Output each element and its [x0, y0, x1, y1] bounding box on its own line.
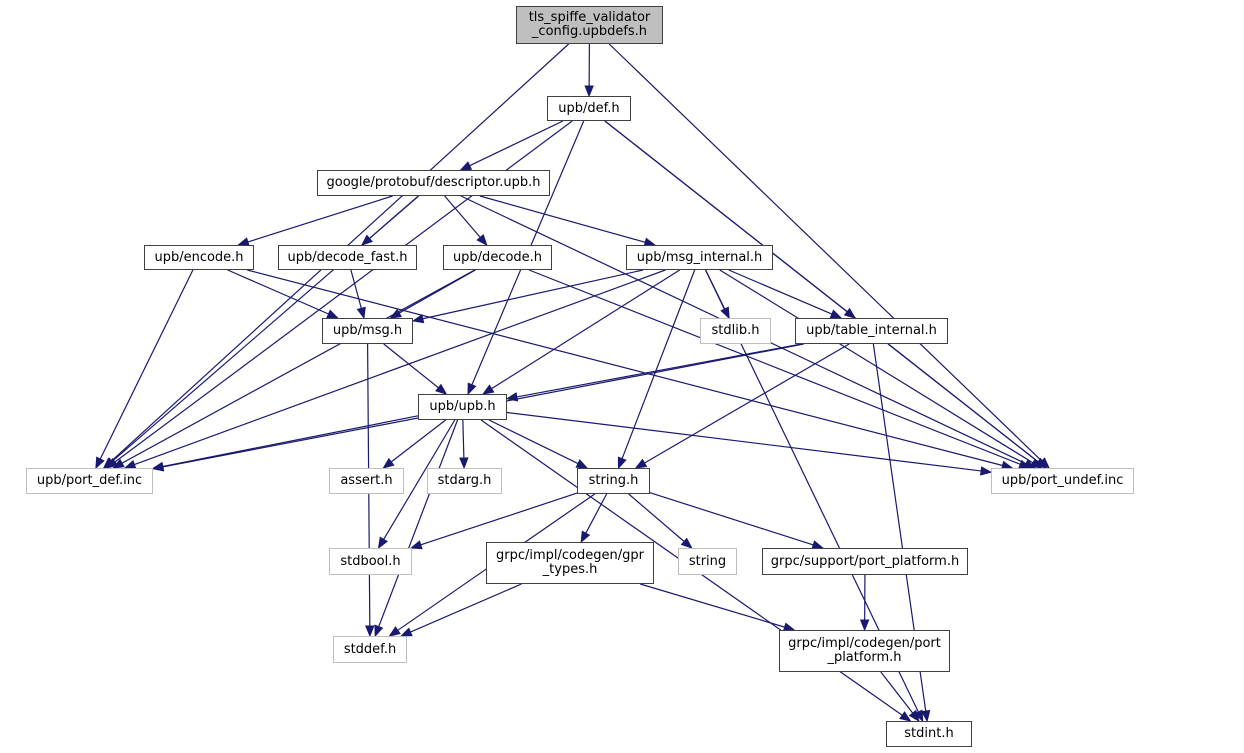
arrowhead-decode-to-port_def — [112, 458, 125, 469]
edge-upb-to-port_undef — [506, 411, 982, 472]
arrowhead-string_h-to-string — [680, 537, 693, 549]
edge-table_internal-to-port_undef — [887, 343, 1039, 463]
arrowhead-msg_internal-to-msg — [411, 314, 425, 324]
node-stdarg[interactable]: stdarg.h — [427, 468, 502, 494]
arrowhead-def-to-descriptor — [459, 161, 473, 171]
arrowhead-table_internal-to-stdint — [920, 709, 931, 723]
edge-encode-to-msg — [227, 269, 329, 315]
edge-msg_internal-to-msg — [422, 269, 644, 320]
edge-decode-to-port_def — [121, 269, 475, 464]
node-codegen-port-platform[interactable]: grpc/impl/codegen/port _platform.h — [779, 630, 950, 672]
edge-msg_internal-to-upb — [491, 269, 681, 390]
node-upb-upb[interactable]: upb/upb.h — [418, 394, 507, 420]
arrowhead-gpr_types-to-stddef — [399, 627, 413, 637]
arrowhead-encode-to-port_def — [95, 456, 105, 470]
edge-string_h-to-gpr_types — [585, 493, 608, 534]
arrowhead-upb-to-assert — [382, 457, 395, 469]
node-upb-table-internal[interactable]: upb/table_internal.h — [795, 318, 948, 344]
node-upb-encode[interactable]: upb/encode.h — [144, 245, 254, 270]
edge-gpr_types-to-codegen_port — [640, 583, 785, 628]
edge-descriptor-to-decode — [444, 195, 481, 238]
edge-encode-to-port_undef — [247, 269, 1003, 467]
node-upb-def[interactable]: upb/def.h — [547, 96, 631, 121]
node-stddef[interactable]: stddef.h — [333, 636, 407, 663]
arrowhead-descriptor-to-port_def — [103, 457, 116, 469]
arrowhead-descriptor-to-decode — [476, 233, 488, 247]
arrowhead-table_internal-to-string_h — [634, 458, 648, 469]
edge-table_internal-to-upb — [516, 343, 802, 398]
edge-decode-to-port_undef — [528, 269, 1021, 465]
arrowhead-upb-to-port_def — [151, 461, 165, 472]
node-upb-msg[interactable]: upb/msg.h — [322, 318, 413, 344]
edge-msg_internal-to-port_def — [134, 269, 666, 466]
arrowhead-msg-to-upb — [435, 383, 448, 395]
arrowhead-table_internal-to-port_undef — [1034, 457, 1048, 469]
edge-descriptor-to-msg_internal — [479, 195, 646, 243]
node-root[interactable]: tls_spiffe_validator _config.upbdefs.h — [516, 6, 663, 44]
node-support-port-platform[interactable]: grpc/support/port_platform.h — [762, 548, 968, 575]
edge-string_h-to-stdbool — [420, 492, 578, 546]
node-stdbool[interactable]: stdbool.h — [329, 548, 412, 575]
edge-msg-to-upb — [383, 343, 439, 389]
node-upb-decode-fast[interactable]: upb/decode_fast.h — [278, 245, 417, 270]
arrowhead-codegen_port-to-stdint — [908, 709, 920, 723]
arrowhead-upb-to-string_h — [575, 459, 589, 469]
node-port-undef[interactable]: upb/port_undef.inc — [991, 468, 1134, 494]
node-gpr-types[interactable]: grpc/impl/codegen/gpr _types.h — [486, 542, 654, 584]
arrowhead-msg_internal-to-string_h — [617, 456, 627, 470]
arrowhead-upb-to-stdint — [899, 711, 912, 722]
node-string-h[interactable]: string.h — [577, 468, 650, 494]
edge-table_internal-to-string_h — [644, 343, 850, 464]
arrowhead-def-to-upb — [467, 382, 477, 396]
edge-upb-to-stddef — [378, 419, 459, 627]
edge-def-to-descriptor — [469, 120, 564, 167]
edge-upb-to-stdbool — [383, 419, 456, 540]
edge-root-to-port_undef — [608, 43, 1043, 462]
edge-decode_fast-to-msg — [350, 269, 362, 309]
edge-gpr_types-to-stddef — [410, 583, 522, 633]
edge-msg_internal-to-string_h — [621, 269, 696, 459]
node-upb-msg-internal[interactable]: upb/msg_internal.h — [626, 245, 773, 270]
arrowhead-msg-to-stddef — [365, 625, 375, 638]
arrowhead-string_h-to-stddef — [388, 626, 401, 637]
edge-msg_internal-to-table_internal — [728, 269, 833, 315]
node-upb-decode[interactable]: upb/decode.h — [443, 245, 552, 270]
edge-encode-to-port_def — [99, 269, 194, 460]
node-string[interactable]: string — [678, 548, 737, 575]
arrowhead-upb-to-stdarg — [459, 457, 469, 470]
arrowhead-support_port-to-codegen_port — [859, 619, 870, 632]
arrowhead-root-to-def — [584, 85, 594, 98]
edge-upb-to-assert — [390, 419, 447, 463]
arrowhead-msg_internal-to-table_internal — [829, 309, 843, 319]
edge-string_h-to-string — [628, 493, 685, 542]
arrowhead-string_h-to-stdbool — [409, 540, 423, 550]
node-stdlib[interactable]: stdlib.h — [700, 318, 771, 344]
node-descriptor-upb[interactable]: google/protobuf/descriptor.upb.h — [317, 170, 550, 196]
edge-upb-to-port_def — [162, 415, 419, 468]
arrowhead-upb-to-stdbool — [377, 536, 388, 550]
arrowhead-string_h-to-gpr_types — [580, 530, 591, 544]
node-stdint[interactable]: stdint.h — [886, 721, 972, 747]
arrowhead-upb-to-port_undef — [979, 466, 993, 476]
node-assert[interactable]: assert.h — [329, 468, 404, 494]
node-port-def[interactable]: upb/port_def.inc — [26, 468, 153, 494]
edge-upb-to-stdarg — [462, 419, 465, 459]
arrowhead-encode-to-msg — [326, 309, 339, 319]
edge-upb-to-string_h — [488, 419, 579, 465]
arrowhead-msg_internal-to-upb — [481, 384, 495, 395]
arrowhead-upb-to-stddef — [374, 624, 384, 638]
arrowhead-decode_fast-to-msg — [356, 306, 366, 320]
edge-descriptor-to-port_def — [111, 195, 419, 462]
edge-codegen_port-to-stdint — [880, 671, 914, 714]
edge-descriptor-to-encode — [247, 195, 393, 243]
edge-string_h-to-support_port — [649, 492, 814, 546]
